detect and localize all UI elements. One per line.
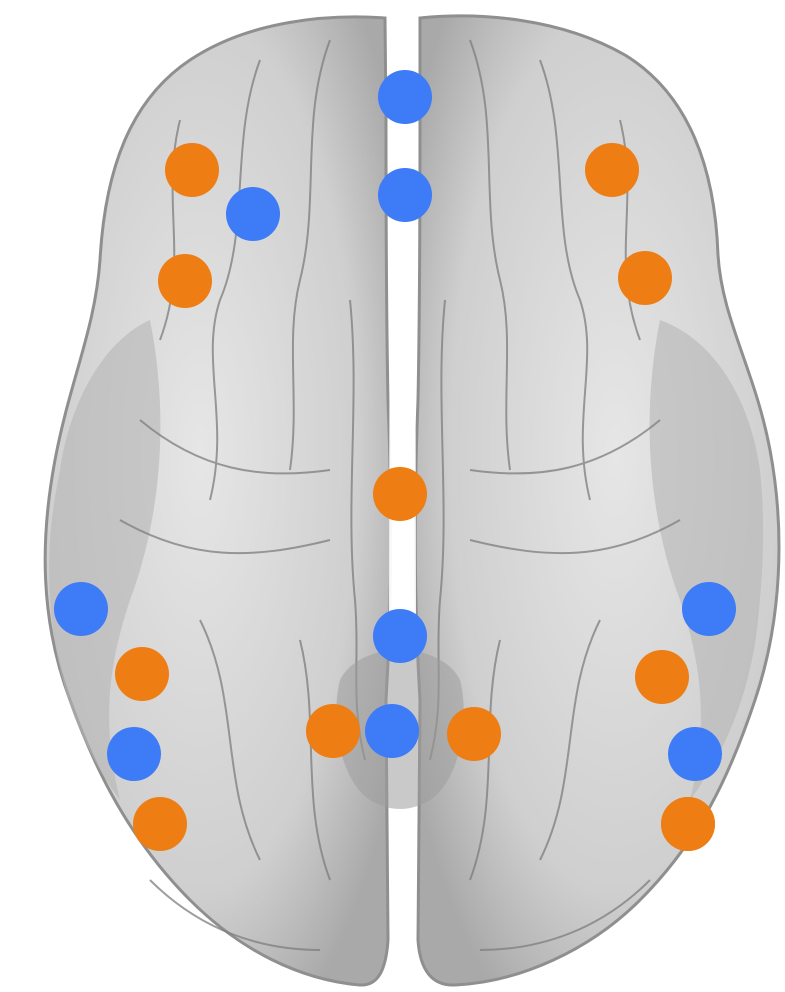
orange-node-n12 <box>115 647 169 701</box>
blue-node-n11 <box>373 609 427 663</box>
blue-node-n18 <box>365 704 419 758</box>
orange-node-n7 <box>618 251 672 305</box>
blue-node-n13 <box>107 727 161 781</box>
orange-node-n5 <box>158 254 212 308</box>
blue-node-n9 <box>54 582 108 636</box>
orange-node-n17 <box>447 707 501 761</box>
longitudinal-fissure <box>389 60 416 640</box>
blue-node-n4 <box>226 187 280 241</box>
blue-node-n10 <box>682 582 736 636</box>
orange-node-n6 <box>585 143 639 197</box>
blue-node-n20 <box>668 727 722 781</box>
orange-node-n14 <box>133 797 187 851</box>
blue-node-n2 <box>378 168 432 222</box>
orange-node-n21 <box>661 797 715 851</box>
orange-node-n3 <box>165 143 219 197</box>
orange-node-n15 <box>635 650 689 704</box>
orange-node-n16 <box>306 704 360 758</box>
blue-node-n1 <box>378 70 432 124</box>
orange-node-n8 <box>373 467 427 521</box>
